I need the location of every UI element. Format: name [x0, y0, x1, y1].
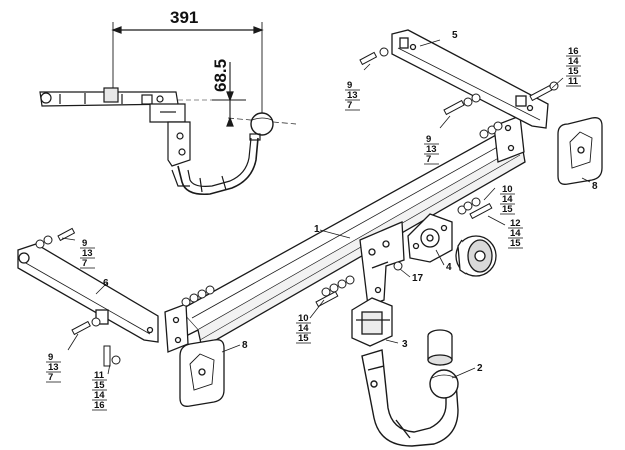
fastener-number: 15 — [502, 204, 513, 215]
mount-plate-part-8-left — [179, 339, 225, 407]
tow-ball — [429, 369, 459, 399]
callout-part-5: 5 — [452, 30, 458, 41]
fastener-number: 14 — [502, 194, 513, 205]
fastener-number: 15 — [298, 333, 309, 344]
fastener-number: 13 — [347, 90, 358, 101]
side-bracket-part-6 — [17, 243, 159, 343]
fastener-number: 13 — [426, 144, 437, 155]
fasteners — [35, 47, 559, 367]
fastener-number: 14 — [568, 56, 579, 67]
fastener-number: 7 — [347, 100, 352, 111]
neck-receiver-part-3 — [351, 297, 393, 347]
inset-tow-ball — [250, 112, 274, 136]
fastener-number: 9 — [82, 238, 87, 249]
callout-part-3: 3 — [402, 339, 408, 350]
fastener-number: 9 — [48, 352, 53, 363]
electrical-socket — [455, 235, 497, 277]
fastener-number: 9 — [426, 134, 431, 145]
fastener-number: 9 — [347, 80, 352, 91]
fastener-number: 12 — [510, 218, 521, 229]
side-bracket-part-5 — [391, 29, 549, 129]
crossbar-part-1 — [164, 115, 526, 353]
fastener-number: 15 — [510, 238, 521, 249]
fastener-number: 10 — [298, 313, 309, 324]
callout-part-17: 17 — [412, 273, 424, 284]
fastener-number: 13 — [82, 248, 93, 259]
fastener-number: 7 — [82, 258, 87, 269]
fastener-number: 14 — [298, 323, 309, 334]
leader-lines — [61, 39, 591, 379]
part-callouts: 5 1 2 3 4 6 8 8 17 — [103, 30, 598, 374]
side-view-inset — [39, 22, 297, 196]
fastener-number: 16 — [94, 400, 105, 411]
fastener-number: 10 — [502, 184, 513, 195]
callout-part-1: 1 — [314, 224, 320, 235]
fastener-number: 14 — [94, 390, 105, 401]
fastener-number: 16 — [568, 46, 579, 57]
callout-part-2: 2 — [477, 363, 483, 374]
fastener-number: 11 — [568, 76, 579, 87]
detachable-swan-neck-part-2 — [361, 349, 459, 447]
dimension-length-label: 391 — [170, 8, 198, 27]
fastener-number: 15 — [568, 66, 579, 77]
dimension-height-label: 68.5 — [211, 59, 230, 92]
fastener-number: 7 — [48, 372, 53, 383]
fastener-number: 15 — [94, 380, 105, 391]
callout-part-8-right: 8 — [592, 181, 598, 192]
callout-part-8-left: 8 — [242, 340, 248, 351]
socket-bracket-part-4 — [407, 213, 453, 263]
callout-part-6: 6 — [103, 278, 109, 289]
mount-plate-part-8-right — [557, 117, 603, 185]
callout-part-4: 4 — [446, 262, 452, 273]
fastener-number: 14 — [510, 228, 521, 239]
fastener-number: 7 — [426, 154, 431, 165]
fastener-number: 11 — [94, 370, 105, 381]
tow-ball-cap — [427, 329, 453, 366]
fastener-callout-stacks: 9137913791379137161415111014151214151014… — [46, 46, 581, 411]
fastener-number: 13 — [48, 362, 59, 373]
